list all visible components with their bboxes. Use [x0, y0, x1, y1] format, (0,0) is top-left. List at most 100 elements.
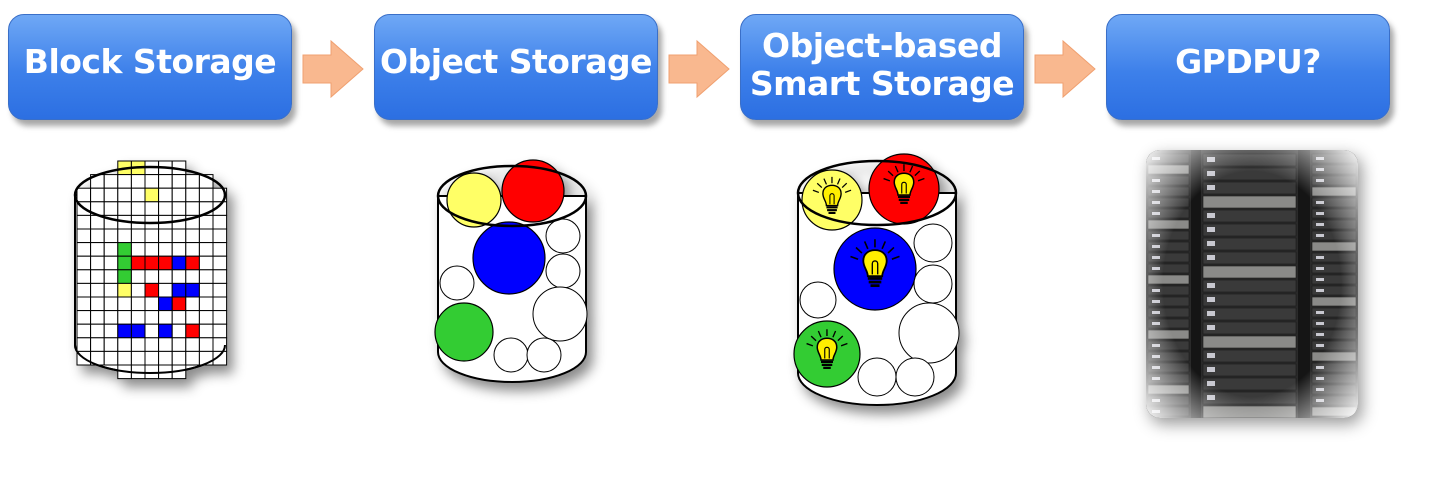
block-empty	[90, 310, 105, 325]
stage-gpdpu: GPDPU?	[1106, 14, 1390, 120]
block-empty	[76, 255, 92, 271]
block-empty	[171, 228, 187, 244]
block-empty	[130, 350, 146, 366]
block-empty	[144, 337, 160, 352]
block-empty	[130, 187, 146, 203]
block-empty	[198, 310, 214, 325]
block-empty	[130, 310, 146, 325]
block-empty	[76, 282, 92, 298]
block-empty	[144, 269, 160, 284]
block-empty	[158, 228, 173, 244]
lightbulb-icon	[850, 239, 900, 287]
block-empty	[90, 296, 105, 312]
lightbulb-icon	[883, 164, 925, 204]
block-empty	[198, 323, 214, 339]
stage-label: Object Storage	[380, 42, 652, 81]
yellow-object	[446, 172, 502, 228]
block-empty	[76, 228, 92, 244]
right-arrow-icon	[302, 39, 364, 99]
block-empty	[103, 242, 119, 257]
block-empty	[171, 174, 187, 189]
block-empty	[103, 269, 119, 284]
block-red	[185, 255, 200, 271]
stage-object-storage: Object Storage	[374, 14, 658, 120]
block-empty	[158, 174, 173, 189]
block-empty	[185, 242, 200, 257]
block-red	[185, 323, 200, 339]
block-empty	[103, 310, 119, 325]
block-empty	[171, 350, 187, 366]
block-empty	[212, 310, 228, 325]
block-empty	[130, 269, 146, 284]
block-empty	[117, 296, 132, 312]
block-empty	[90, 337, 105, 352]
block-empty	[185, 201, 200, 216]
block-storage-cylinder	[70, 155, 230, 380]
block-empty	[117, 228, 132, 244]
block-empty	[130, 174, 146, 189]
block-yellow	[117, 282, 132, 298]
block-empty	[212, 255, 228, 271]
block-empty	[158, 310, 173, 325]
block-empty	[130, 337, 146, 352]
block-yellow	[144, 187, 160, 203]
block-empty	[185, 228, 200, 244]
block-empty	[144, 323, 160, 339]
block-empty	[171, 323, 187, 339]
block-empty	[103, 255, 119, 271]
block-red	[144, 255, 160, 271]
block-empty	[198, 187, 214, 203]
block-empty	[117, 174, 132, 189]
block-empty	[103, 350, 119, 366]
block-empty	[212, 282, 228, 298]
block-empty	[198, 242, 214, 257]
block-empty	[117, 350, 132, 366]
block-empty	[130, 282, 146, 298]
block-empty	[130, 201, 146, 216]
block-empty	[90, 255, 105, 271]
block-empty	[144, 242, 160, 257]
block-empty	[130, 296, 146, 312]
stage-label: GPDPU?	[1175, 42, 1321, 81]
block-empty	[103, 187, 119, 203]
lightbulb-icon	[806, 329, 848, 369]
block-empty	[212, 228, 228, 244]
block-empty	[144, 201, 160, 216]
red-object	[501, 159, 565, 223]
smart-storage-cylinder	[792, 145, 962, 410]
block-green	[117, 269, 132, 284]
block-empty	[90, 323, 105, 339]
block-empty	[185, 174, 200, 189]
lightbulb-icon	[812, 176, 852, 214]
block-blue	[171, 255, 187, 271]
block-empty	[212, 242, 228, 257]
block-empty	[158, 337, 173, 352]
block-empty	[90, 269, 105, 284]
block-empty	[171, 187, 187, 203]
object-storage-cylinder	[432, 152, 592, 387]
block-empty	[144, 364, 160, 380]
block-empty	[212, 296, 228, 312]
block-empty	[130, 242, 146, 257]
stage-label: Object-based Smart Storage	[749, 26, 1015, 103]
block-empty	[144, 174, 160, 189]
block-empty	[198, 255, 214, 271]
block-empty	[171, 310, 187, 325]
block-empty	[76, 269, 92, 284]
block-empty	[103, 296, 119, 312]
block-empty	[76, 296, 92, 312]
block-grid-illustration	[73, 160, 228, 380]
block-empty	[198, 228, 214, 244]
block-empty	[90, 228, 105, 244]
block-empty	[185, 350, 200, 366]
block-green	[117, 255, 132, 271]
block-empty	[76, 323, 92, 339]
block-empty	[212, 269, 228, 284]
block-empty	[90, 282, 105, 298]
block-empty	[76, 214, 92, 230]
block-red	[130, 255, 146, 271]
right-arrow-icon	[668, 39, 730, 99]
block-empty	[117, 187, 132, 203]
block-blue	[158, 323, 173, 339]
block-empty	[76, 337, 92, 352]
